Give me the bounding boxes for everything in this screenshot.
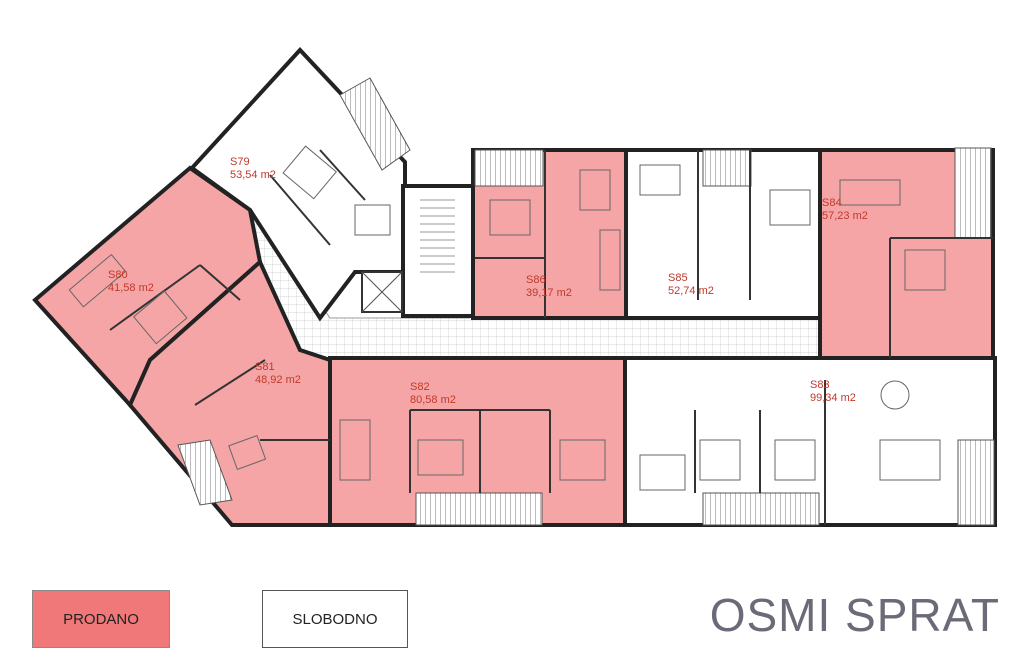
label-s81: S81 48,92 m2 — [255, 361, 301, 386]
unit-id: S84 — [822, 197, 842, 209]
stairwell — [401, 184, 475, 318]
unit-id: S82 — [410, 381, 430, 393]
unit-area: 99,34 m2 — [810, 392, 856, 404]
legend-sold: PRODANO — [32, 590, 170, 648]
floor-plan: S79 53,54 m2 S80 41,58 m2 S81 48,92 m2 S… — [32, 47, 997, 527]
unit-id: S80 — [108, 269, 128, 281]
unit-id: S79 — [230, 156, 250, 168]
unit-id: S86 — [526, 274, 546, 286]
corridor-tiles — [470, 318, 820, 358]
unit-area: 53,54 m2 — [230, 169, 276, 181]
balcony-s86 — [474, 149, 544, 187]
label-s84: S84 57,23 m2 — [822, 197, 868, 222]
unit-id: S83 — [810, 379, 830, 391]
unit-area: 41,58 m2 — [108, 282, 154, 294]
legend-free-label: SLOBODNO — [292, 610, 378, 628]
balcony-s81 — [177, 439, 233, 506]
interior-walls — [109, 149, 993, 525]
balcony-s85 — [702, 149, 752, 187]
legend-free: SLOBODNO — [262, 590, 408, 648]
unit-id: S81 — [255, 361, 275, 373]
unit-area: 57,23 m2 — [822, 210, 868, 222]
floor-title: OSMI SPRAT — [709, 589, 1000, 641]
balcony-s83-left — [702, 492, 820, 526]
label-s79: S79 53,54 m2 — [230, 156, 276, 181]
unit-area: 39,17 m2 — [526, 287, 572, 299]
unit-s84[interactable] — [818, 148, 995, 360]
unit-s81[interactable] — [127, 258, 332, 527]
label-s86: S86 39,17 m2 — [526, 274, 572, 299]
legend-sold-label: PRODANO — [63, 610, 139, 628]
unit-area: 48,92 m2 — [255, 374, 301, 386]
unit-area: 80,58 m2 — [410, 394, 456, 406]
balcony-s82 — [415, 492, 543, 526]
furniture — [68, 145, 946, 491]
label-s82: S82 80,58 m2 — [410, 381, 456, 406]
label-s80: S80 41,58 m2 — [108, 269, 154, 294]
balcony-s79 — [339, 77, 411, 171]
balcony-s83-right — [957, 439, 995, 526]
unit-id: S85 — [668, 272, 688, 284]
label-s85: S85 52,74 m2 — [668, 272, 714, 297]
balcony-s84 — [954, 147, 992, 239]
stair-steps — [420, 199, 455, 273]
label-s83: S83 99,34 m2 — [810, 379, 856, 404]
unit-area: 52,74 m2 — [668, 285, 714, 297]
